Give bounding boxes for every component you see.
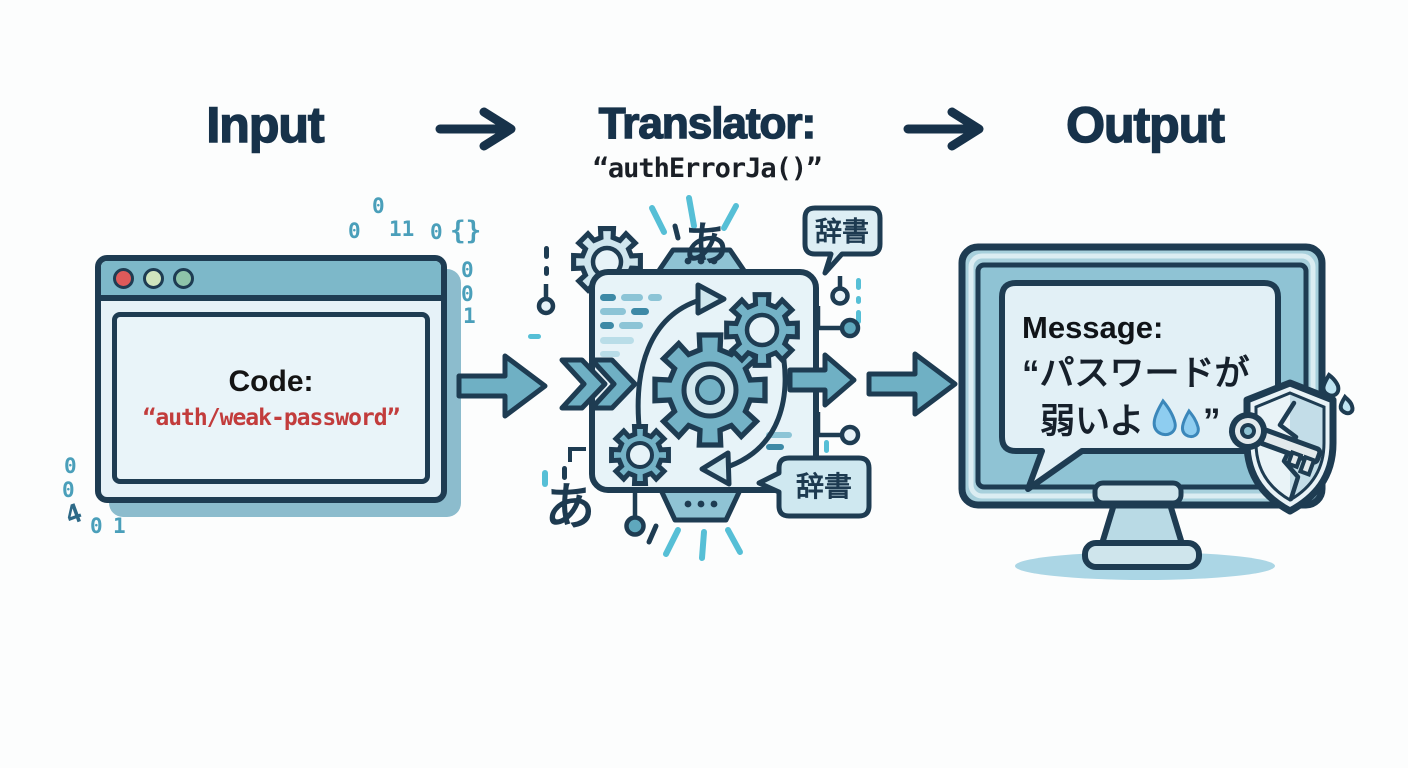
chevron-arrows-icon (559, 357, 638, 411)
window-control-teal-dot (173, 267, 194, 289)
window-control-red-dot (113, 267, 134, 289)
spark-lines-top (649, 195, 739, 241)
message-speech-bubble: Message: “パスワードが 弱いよ ” (999, 280, 1281, 492)
code-label: Code: (228, 365, 314, 398)
output-title: Output (1065, 96, 1225, 154)
gear-hub (744, 312, 780, 348)
translator-title-block: Translator: “authErrorJa()” (567, 98, 847, 184)
binary-digit: 0 (372, 194, 385, 218)
binary-digit: 1 (463, 304, 476, 328)
binary-digit: 0 (348, 219, 361, 243)
header-arrow-icon (903, 107, 984, 151)
dictionary-speech-bubble-top: 辞書 (802, 205, 883, 276)
code-panel: Code: “auth/weak-password” (112, 312, 430, 484)
sweat-drops-icon (1152, 398, 1200, 439)
translator-machine-illustration: あ あ 辞書 辞書 (528, 195, 883, 561)
dictionary-speech-bubble-bottom: 辞書 (756, 455, 872, 519)
key-icon (1229, 412, 1323, 477)
braces-glyph: {} (450, 216, 482, 246)
message-line2: 弱いよ (1040, 402, 1144, 441)
code-value: “auth/weak-password” (142, 405, 401, 431)
translator-function-name: “authErrorJa()” (592, 153, 823, 184)
translator-title: Translator: (598, 98, 817, 149)
binary-digit: 0 (64, 454, 77, 478)
code-browser-window: Code: “auth/weak-password” (95, 255, 447, 503)
kana-a-glyph: あ (683, 218, 729, 270)
binary-digit: 0 (90, 514, 103, 538)
binary-digit: 0 (430, 220, 443, 244)
circuit-node-bottom (624, 490, 646, 537)
sweat-drops-icon (1321, 372, 1355, 416)
binary-digit: 0 (461, 282, 474, 306)
monitor-base (1082, 540, 1202, 570)
header-arrow-icon (435, 107, 516, 151)
message-line1: “パスワードが (1022, 354, 1250, 393)
binary-digit: 0 (461, 258, 474, 282)
output-monitor-illustration: Message: “パスワードが 弱いよ ” (958, 243, 1355, 580)
flow-arrow-icon (456, 353, 548, 419)
binary-digit: 4 (61, 498, 87, 532)
code-lines-decoration (600, 294, 792, 450)
dictionary-label: 辞書 (796, 470, 852, 502)
binary-digit: 0 (62, 478, 75, 502)
monitor-chin-notch (1092, 480, 1184, 506)
input-title: Input (206, 96, 326, 154)
dictionary-label: 辞書 (815, 216, 869, 247)
gear-hub (626, 441, 654, 469)
flow-arrow-icon (866, 351, 958, 417)
window-titlebar (101, 261, 441, 301)
flow-arrow-icon (787, 352, 857, 408)
circuit-decoration-right (815, 276, 861, 453)
message-label: Message: (1022, 310, 1163, 345)
gear-hub (695, 375, 725, 405)
spark-lines-bottom (646, 523, 743, 561)
binary-digit: 11 (389, 217, 415, 241)
kana-a-glyph: あ (545, 479, 595, 535)
message-close-quote: ” (1203, 402, 1221, 441)
circuit-decoration-left (528, 246, 586, 487)
binary-digit: 1 (113, 514, 126, 538)
window-control-green-dot (143, 267, 164, 289)
